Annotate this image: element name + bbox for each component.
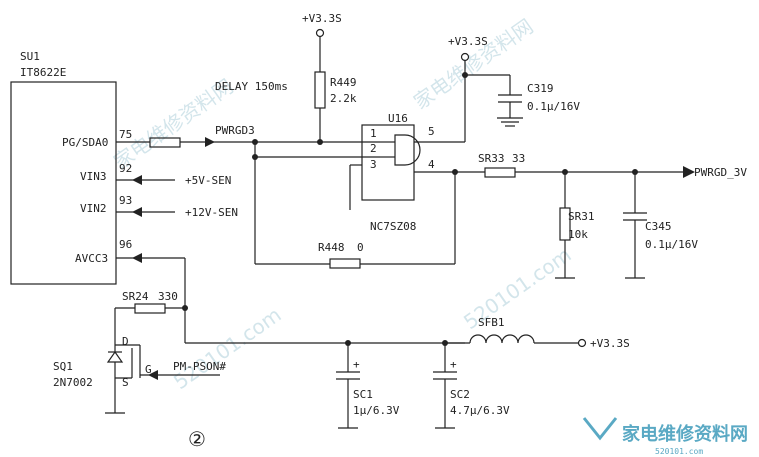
pin-vin2-name: VIN2 xyxy=(80,202,107,215)
output-net: SR33 33 PWRGD_3V R448 0 xyxy=(255,152,747,269)
r448-val: 0 xyxy=(357,241,364,254)
u16-pin1: 1 xyxy=(370,127,377,140)
sr31-ref: SR31 xyxy=(568,210,595,223)
watermark-url-1: 520101.com xyxy=(169,302,286,394)
sc1-val: 1μ/6.3V xyxy=(353,404,400,417)
sc2: + SC2 4.7μ/6.3V xyxy=(433,340,510,429)
sfb1: +V3.3S SFB1 xyxy=(445,316,630,350)
sen5-label: +5V-SEN xyxy=(185,174,231,187)
u16-part: NC7SZ08 xyxy=(370,220,416,233)
pin-vin2-num: 93 xyxy=(119,194,132,207)
v33-c319-label: +V3.3S xyxy=(448,35,488,48)
watermark-text-2: 家电维修资料网 xyxy=(409,14,537,114)
r449-val: 2.2k xyxy=(330,92,357,105)
sq1-d: D xyxy=(122,335,129,348)
c345: C345 0.1μ/16V xyxy=(623,172,698,279)
v33-top-label: +V3.3S xyxy=(302,12,342,25)
sr31: SR31 10k xyxy=(555,172,595,279)
sr24-val: 330 xyxy=(158,290,178,303)
u16-pin3: 3 xyxy=(370,158,377,171)
watermark: 家电维修资料网 家电维修资料网 520101.com 520101.com xyxy=(109,14,576,394)
pwrgd3-net: PWRGD3 xyxy=(149,124,380,264)
pmpson-label: PM-PSON# xyxy=(173,360,226,373)
sc2-ref: SC2 xyxy=(450,388,470,401)
sq1-g: G xyxy=(145,363,152,376)
sr24-ref: SR24 xyxy=(122,290,149,303)
c345-ref: C345 xyxy=(645,220,672,233)
c345-val: 0.1μ/16V xyxy=(645,238,698,251)
sc2-val: 4.7μ/6.3V xyxy=(450,404,510,417)
u16: U16 NC7SZ08 1 2 3 5 4 xyxy=(349,60,466,233)
u16-pin4: 4 xyxy=(428,158,435,171)
pin-avcc3-name: AVCC3 xyxy=(75,252,108,265)
pwrgd3-label: PWRGD3 xyxy=(215,124,255,137)
pwrgd-out-label: PWRGD_3V xyxy=(694,166,747,179)
r449-ref: R449 xyxy=(330,76,357,89)
watermark-url-2: 520101.com xyxy=(459,242,576,334)
u16-ref: U16 xyxy=(388,112,408,125)
sr33-val: 33 xyxy=(512,152,525,165)
c319-val: 0.1μ/16V xyxy=(527,100,580,113)
ic-part: IT8622E xyxy=(20,66,66,79)
sfb1-ref: SFB1 xyxy=(478,316,505,329)
u16-pin5: 5 xyxy=(428,125,435,138)
pin-pgsda0-name: PG/SDA0 xyxy=(62,136,108,149)
circle-number: ② xyxy=(188,427,206,451)
sen12-label: +12V-SEN xyxy=(185,206,238,219)
sr31-val: 10k xyxy=(568,228,588,241)
logo: 家电维修资料网 520101.com xyxy=(582,417,748,456)
sc2-plus: + xyxy=(450,358,457,371)
sc1-plus: + xyxy=(353,358,360,371)
pin-vin3-num: 92 xyxy=(119,162,132,175)
sq1-part: 2N7002 xyxy=(53,376,93,389)
c319-ref: C319 xyxy=(527,82,554,95)
r449: +V3.3S R449 2.2k DELAY 150ms xyxy=(215,12,357,142)
sq1-ref: SQ1 xyxy=(53,360,73,373)
ic-ref: SU1 xyxy=(20,50,40,63)
delay-label: DELAY 150ms xyxy=(215,80,288,93)
ic-su1: SU1 IT8622E PG/SDA0 75 VIN3 92 VIN2 93 A… xyxy=(10,50,185,285)
sq1-s: S xyxy=(122,376,129,389)
u16-pin2: 2 xyxy=(370,142,377,155)
avcc3-net: SR24 330 D S G SQ1 2N7002 PM-PSON# xyxy=(53,258,465,414)
pin-pgsda0-num: 75 xyxy=(119,128,132,141)
sr33-ref: SR33 xyxy=(478,152,505,165)
c319: +V3.3S C319 0.1μ/16V xyxy=(448,35,580,127)
logo-icon xyxy=(582,417,618,441)
logo-url: 520101.com xyxy=(655,447,703,456)
r448-ref: R448 xyxy=(318,241,345,254)
pin-avcc3-num: 96 xyxy=(119,238,132,251)
sen-inputs: +5V-SEN +12V-SEN xyxy=(132,174,238,263)
pin-vin3-name: VIN3 xyxy=(80,170,107,183)
v33-sfb-label: +V3.3S xyxy=(590,337,630,350)
logo-text: 家电维修资料网 xyxy=(622,423,748,445)
sc1-ref: SC1 xyxy=(353,388,373,401)
sc1: + SC1 1μ/6.3V xyxy=(336,340,400,429)
